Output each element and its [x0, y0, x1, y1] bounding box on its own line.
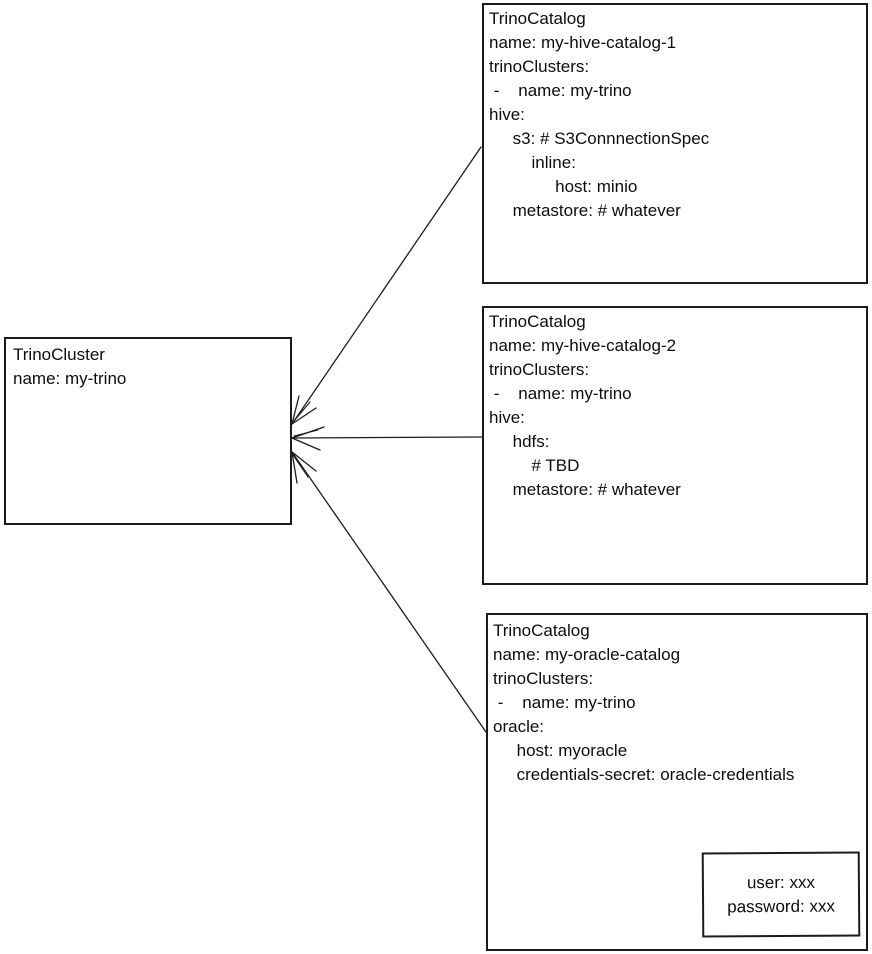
- credentials-user-line: user: xxx: [746, 872, 815, 893]
- yaml-line: hive:: [489, 105, 525, 124]
- trino-catalog-node-2: TrinoCatalog name: my-hive-catalog-2 tri…: [482, 306, 868, 585]
- yaml-line: hdfs:: [489, 432, 550, 451]
- node-title: TrinoCluster: [13, 345, 105, 364]
- yaml-line: hive:: [489, 408, 525, 427]
- yaml-line: metastore: # whatever: [489, 480, 681, 499]
- yaml-line: - name: my-trino: [489, 384, 632, 403]
- arrowhead-icon: [291, 395, 317, 425]
- arrowhead-icon: [291, 451, 317, 484]
- credentials-password-line: password: xxx: [727, 896, 835, 917]
- node-title: TrinoCatalog: [489, 312, 586, 331]
- yaml-line: name: my-trino: [13, 369, 127, 388]
- connector-catalog3-to-cluster: [291, 451, 487, 733]
- node-title: TrinoCatalog: [493, 621, 590, 640]
- yaml-line: # TBD: [489, 456, 580, 475]
- yaml-line: host: minio: [489, 177, 638, 196]
- connector-catalog2-to-cluster: [291, 426, 483, 451]
- arrowhead-icon: [291, 426, 325, 451]
- yaml-line: oracle:: [493, 717, 545, 736]
- trino-cluster-node: TrinoCluster name: my-trino: [4, 337, 292, 525]
- yaml-line: - name: my-trino: [493, 693, 636, 712]
- node-title: TrinoCatalog: [489, 9, 586, 28]
- yaml-line: name: my-hive-catalog-1: [489, 33, 677, 52]
- yaml-line: inline:: [489, 153, 576, 172]
- yaml-line: s3: # S3ConnnectionSpec: [489, 129, 710, 148]
- credentials-secret-node: user: xxx password: xxx: [701, 851, 861, 938]
- yaml-line: metastore: # whatever: [489, 201, 681, 220]
- yaml-line: host: myoracle: [493, 741, 628, 760]
- yaml-line: name: my-hive-catalog-2: [489, 336, 677, 355]
- trino-catalog-node-1: TrinoCatalog name: my-hive-catalog-1 tri…: [482, 3, 868, 284]
- yaml-line: trinoClusters:: [489, 360, 590, 379]
- yaml-line: trinoClusters:: [489, 57, 590, 76]
- yaml-line: trinoClusters:: [493, 669, 594, 688]
- yaml-line: - name: my-trino: [489, 81, 632, 100]
- connector-catalog1-to-cluster: [291, 146, 482, 425]
- yaml-line: name: my-oracle-catalog: [493, 645, 681, 664]
- yaml-line: credentials-secret: oracle-credentials: [493, 765, 795, 784]
